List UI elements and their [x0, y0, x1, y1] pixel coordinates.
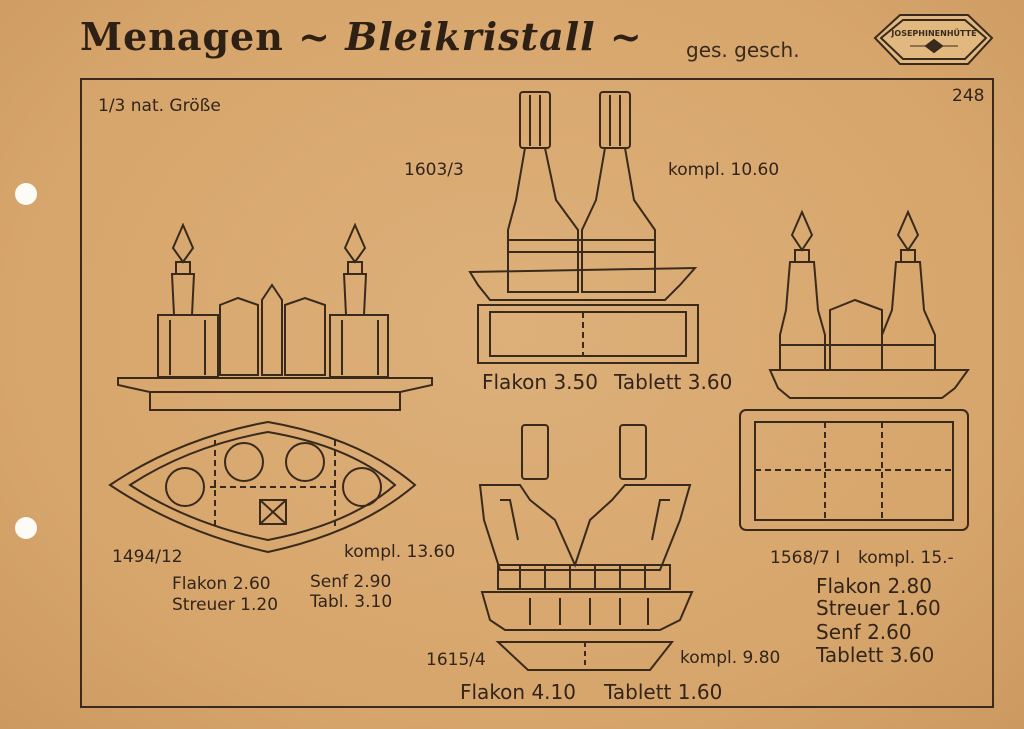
drawing-1568-7: [739, 209, 970, 531]
price-part: Flakon 2.60: [172, 574, 271, 594]
title-dash: ~: [609, 14, 643, 59]
page-number: 248: [952, 86, 985, 106]
title-dash: ~: [298, 14, 331, 59]
price-part: Tabl. 3.10: [310, 592, 393, 612]
logo-text: JOSEPHINENHÜTTE: [890, 28, 976, 38]
price-part: Senf 2.60: [816, 620, 912, 644]
drawing-1603-3: [468, 91, 699, 364]
price-part: Tablett 1.60: [604, 680, 723, 704]
price-total: kompl. 15.-: [858, 548, 954, 568]
price-total: kompl. 9.80: [680, 648, 781, 668]
title-bleikristall: Bleikristall: [345, 14, 596, 59]
protection-note: ges. gesch.: [686, 38, 800, 62]
price-part: Tablett 3.60: [816, 643, 935, 667]
price-total: kompl. 13.60: [344, 542, 456, 562]
model-number: 1568/7 I: [770, 548, 841, 568]
price-part: Streuer 1.20: [172, 595, 279, 615]
price-part: Flakon 4.10: [460, 680, 576, 704]
drawing-1494-12: [108, 222, 433, 554]
price-part: Streuer 1.60: [816, 596, 941, 620]
model-number: 1494/12: [112, 547, 183, 567]
model-number: 1603/3: [404, 160, 464, 180]
price-part: Tablett 3.60: [614, 370, 733, 394]
manufacturer-logo: JOSEPHINENHÜTTE: [873, 14, 994, 65]
content-frame: [80, 78, 994, 708]
title-menagen: Menagen: [80, 14, 284, 59]
model-number: 1615/4: [426, 650, 486, 670]
punch-hole-bottom: [15, 517, 37, 539]
price-total: kompl. 10.60: [668, 160, 780, 180]
punch-hole-top: [15, 183, 37, 205]
scale-note: 1/3 nat. Größe: [98, 96, 221, 116]
page-title: Menagen ~ Bleikristall ~: [80, 14, 643, 59]
drawing-1615-4: [478, 424, 694, 671]
price-part: Flakon 3.50: [482, 370, 598, 394]
price-part: Senf 2.90: [310, 572, 392, 592]
price-part: Flakon 2.80: [816, 574, 932, 598]
